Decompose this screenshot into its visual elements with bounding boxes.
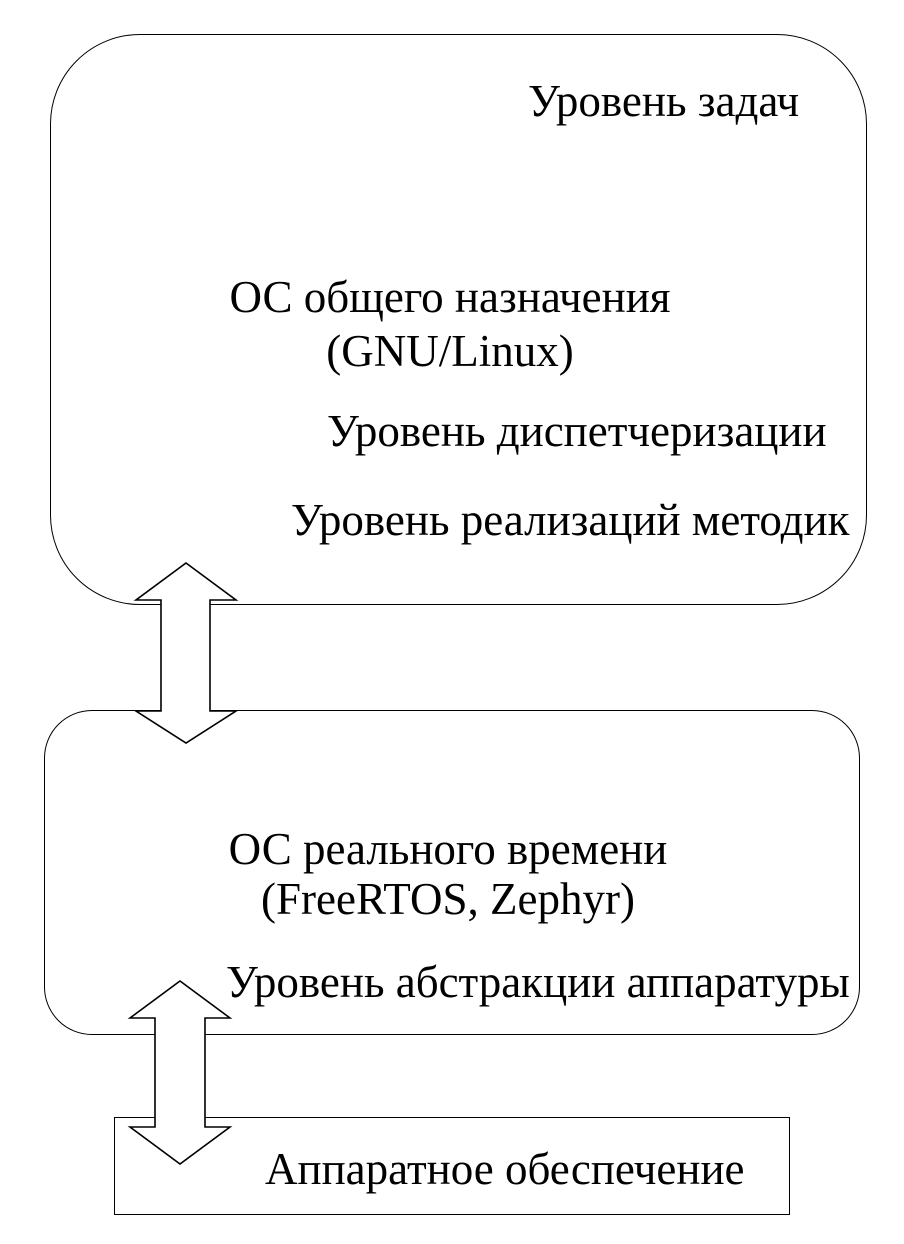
general-purpose-os-title: ОС общего назначения xyxy=(229,272,671,322)
task-level-label: Уровень задач xyxy=(528,76,800,126)
freertos-zephyr-label: (FreeRTOS, Zephyr) xyxy=(261,874,635,924)
hardware-abstraction-level-label: Уровень абстракции аппаратуры xyxy=(226,957,850,1007)
general-purpose-os-box xyxy=(50,34,867,605)
realtime-os-title: ОС реального времени xyxy=(228,824,668,874)
gnu-linux-label: (GNU/Linux) xyxy=(326,326,574,376)
hardware-label: Аппаратное обеспечение xyxy=(265,1144,745,1194)
dispatch-level-label: Уровень диспетчеризации xyxy=(327,406,827,456)
methods-level-label: Уровень реализаций методик xyxy=(291,495,850,545)
